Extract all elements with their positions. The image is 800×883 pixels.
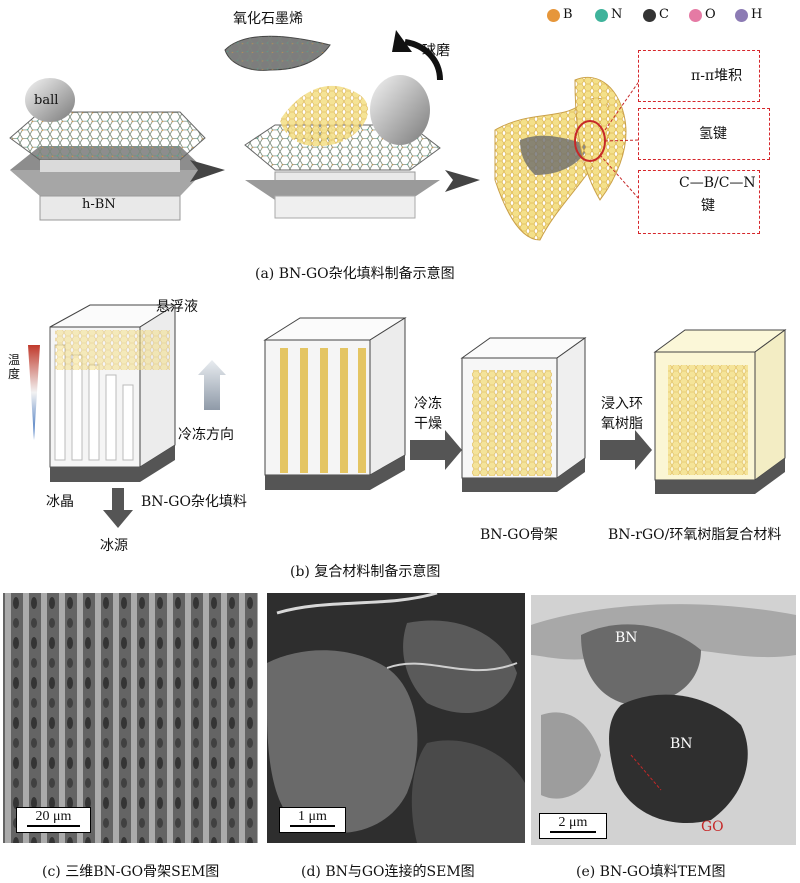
skeleton-label: BN-GO骨架 [480, 527, 558, 543]
cold-source-label: 冰源 [100, 538, 128, 554]
legend-label-h: H [751, 7, 763, 22]
ball-label: ball [34, 93, 59, 108]
temperature-gradient-bar [28, 345, 40, 440]
caption-a: (a) BN-GO杂化填料制备示意图 [255, 266, 455, 282]
immerse-label: 浸入环 [601, 396, 643, 412]
legend-label-o: O [705, 7, 716, 22]
composite-label: BN-rGO/环氧树脂复合材料 [608, 527, 782, 543]
graphene-oxide-label: 氧化石墨烯 [233, 11, 303, 27]
process-arrow-4 [600, 430, 652, 470]
hydrogen-bond-label: 氢键 [699, 126, 727, 142]
process-arrow-3 [410, 430, 462, 470]
suspension-label: 悬浮液 [156, 299, 198, 315]
legend-label-b: B [563, 7, 573, 22]
sem-image-skeleton: 20 μm [3, 593, 258, 843]
freeze-label: 冷冻 [414, 396, 442, 412]
bn-go-hybrid-structure [494, 76, 641, 241]
tem-image-bn-go: BN BN GO 2 μm [531, 595, 796, 845]
freeze-direction-label: 冷冻方向 [178, 427, 234, 443]
hbn-label: h-BN [82, 197, 116, 212]
hybrid-filler-label: BN-GO杂化填料 [141, 494, 247, 510]
process-arrow-1 [190, 160, 225, 182]
interaction-box-hydrogen-bond: 氢键 [638, 108, 770, 160]
go-sheet-on-hbn [280, 85, 369, 147]
caption-e: (e) BN-GO填料TEM图 [576, 864, 726, 880]
ice-crystal-label: 冰晶 [46, 494, 74, 510]
cb-cn-label: C—B/C—N [679, 175, 756, 191]
bn-go-skeleton-box [460, 337, 587, 492]
ball-mill-arrow [404, 39, 443, 81]
legend-dot-c [643, 9, 656, 22]
scale-bar-d: 1 μm [279, 807, 346, 833]
legend-dot-b [547, 9, 560, 22]
bond-label: 键 [701, 198, 715, 214]
process-arrow-2 [445, 170, 480, 192]
hbn-stack-1 [9, 111, 206, 221]
temperature-label: 温度 [8, 353, 21, 381]
go-label: GO [701, 819, 724, 835]
legend-dot-o [689, 9, 702, 22]
composite-box [653, 329, 787, 494]
scale-bar-c: 20 μm [16, 807, 91, 833]
caption-d: (d) BN与GO连接的SEM图 [301, 864, 475, 880]
bn-label-2: BN [670, 736, 693, 752]
legend-label-n: N [611, 7, 623, 22]
freeze-direction-arrow [198, 360, 226, 410]
legend-label-c: C [659, 7, 669, 22]
cold-source-arrow [103, 488, 133, 528]
interaction-box-covalent-bond: C—B/C—N 键 [638, 170, 760, 234]
legend-dot-h [735, 9, 748, 22]
dry-label: 干燥 [414, 416, 442, 432]
caption-c: (c) 三维BN-GO骨架SEM图 [42, 864, 220, 880]
interaction-box-pi-stacking: π-π堆积 [638, 50, 760, 102]
pi-stacking-label: π-π堆积 [691, 68, 743, 84]
ball-sphere [25, 78, 75, 122]
epoxy-label: 氧树脂 [601, 416, 643, 432]
bn-label-1: BN [615, 630, 638, 646]
caption-b: (b) 复合材料制备示意图 [290, 564, 441, 580]
milling-ball [370, 75, 430, 145]
scale-bar-e: 2 μm [539, 813, 607, 839]
ball-milling-label: 球磨 [422, 43, 450, 59]
legend-dot-n [595, 9, 608, 22]
freeze-casting-box [49, 304, 177, 482]
sem-image-bn-go: 1 μm [267, 593, 525, 843]
frozen-box [263, 317, 407, 490]
